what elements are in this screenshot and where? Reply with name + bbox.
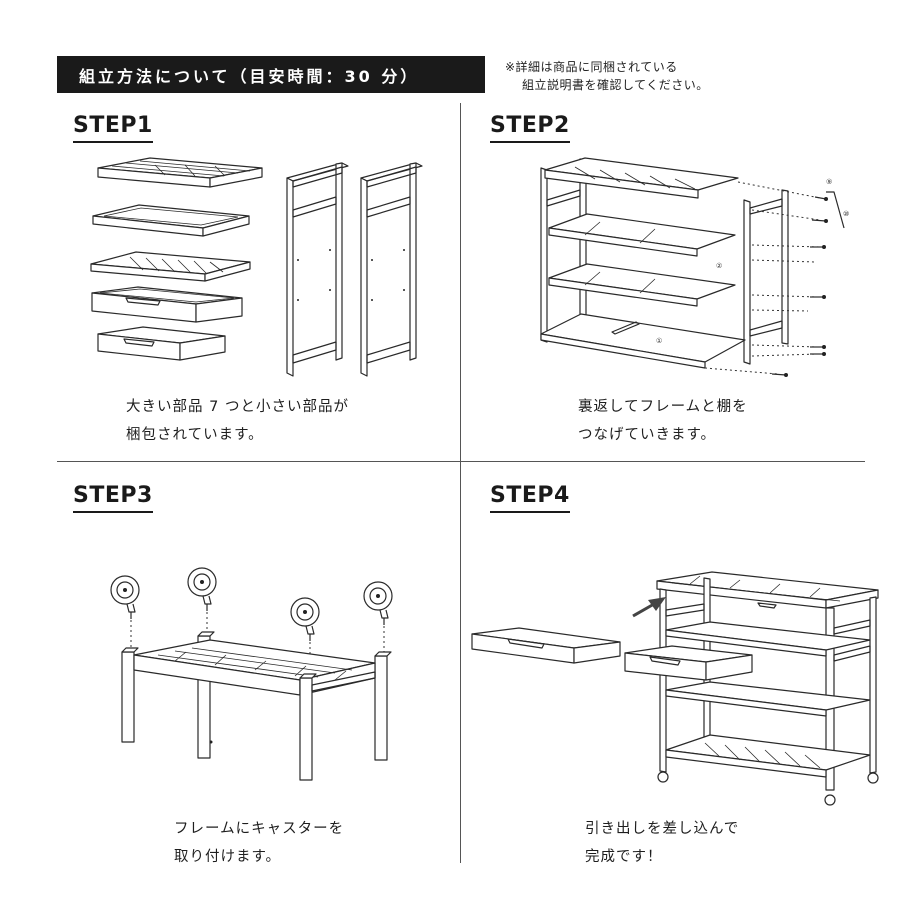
step1-heading: STEP1 bbox=[73, 114, 153, 143]
step4-heading: STEP4 bbox=[490, 484, 570, 513]
part-label-10: ⑩ bbox=[843, 210, 849, 218]
step1-caption-line2: 梱包されています。 bbox=[126, 427, 264, 443]
drawer-large bbox=[91, 286, 243, 323]
step4-caption-line2: 完成です！ bbox=[585, 849, 663, 865]
step3-caption: フレームにキャスターを 取り付けます。 bbox=[174, 815, 344, 871]
step1-caption-line1: 大きい部品 7 つと小さい部品が bbox=[126, 399, 349, 415]
step2-caption-line1: 裏返してフレームと棚を bbox=[578, 399, 748, 415]
screws bbox=[771, 196, 828, 377]
part-label-9: ⑨ bbox=[826, 178, 832, 186]
part-label-1: ① bbox=[656, 337, 662, 345]
step3-caption-line2: 取り付けます。 bbox=[174, 849, 282, 865]
step2-caption-line2: つなげていきます。 bbox=[578, 427, 717, 443]
step3-caption-line1: フレームにキャスターを bbox=[174, 821, 345, 837]
assembly-note: ※詳細は商品に同梱されている 組立説明書を確認してください。 bbox=[505, 58, 709, 94]
side-frame-left bbox=[286, 162, 349, 377]
drawer-small bbox=[97, 326, 226, 361]
part-label-2: ② bbox=[716, 262, 722, 270]
horizontal-divider bbox=[57, 461, 865, 462]
step2-caption: 裏返してフレームと棚を つなげていきます。 bbox=[578, 393, 748, 449]
section-title: 組立方法について（目安時間：30 分） bbox=[57, 56, 485, 93]
completed-cart bbox=[624, 571, 879, 806]
caster-icon bbox=[363, 581, 393, 625]
slatted-shelf bbox=[90, 251, 251, 282]
step4-caption-line1: 引き出しを差し込んで bbox=[585, 821, 740, 837]
tray-shelf bbox=[92, 204, 250, 237]
vertical-divider bbox=[460, 103, 461, 863]
insert-arrow-icon bbox=[632, 597, 666, 618]
side-frame-right bbox=[360, 162, 423, 377]
step4-caption: 引き出しを差し込んで 完成です！ bbox=[585, 815, 739, 871]
inverted-frame bbox=[121, 631, 392, 781]
step1-caption: 大きい部品 7 つと小さい部品が 梱包されています。 bbox=[126, 393, 349, 449]
caster-icon bbox=[187, 567, 217, 611]
note-line-2: 組立説明書を確認してください。 bbox=[522, 78, 709, 92]
upside-down-frame: ① ② bbox=[540, 157, 789, 369]
step3-heading: STEP3 bbox=[73, 484, 153, 513]
step2-heading: STEP2 bbox=[490, 114, 570, 143]
allen-key-icon bbox=[826, 191, 845, 229]
top-board bbox=[97, 157, 263, 188]
drawer-large bbox=[471, 627, 621, 664]
note-line-1: ※詳細は商品に同梱されている bbox=[505, 60, 678, 74]
caster-icon bbox=[110, 575, 140, 619]
caster-icon bbox=[290, 597, 320, 641]
